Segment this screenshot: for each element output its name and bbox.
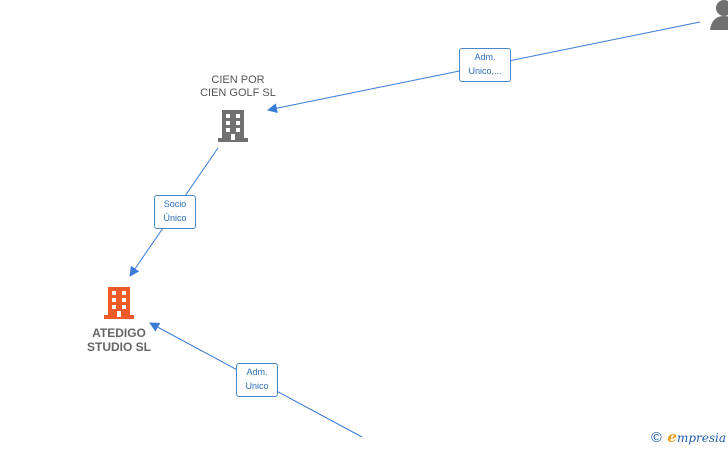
node-label-atedigo[interactable]: ATEDIGO STUDIO SL <box>64 326 174 354</box>
brand-name: mpresia <box>676 431 726 445</box>
edge-label-external-atedigo[interactable]: Adm. Unico <box>236 363 278 397</box>
edge-label-person-cien[interactable]: Adm. Unico,... <box>459 48 511 82</box>
edge-label-line: Unico <box>245 381 269 391</box>
node-label-line: CIEN GOLF SL <box>200 87 276 99</box>
edge-label-line: Socio <box>163 199 187 209</box>
building-icon[interactable] <box>218 110 248 142</box>
edge-label-line: Único <box>163 213 187 223</box>
copyright-symbol: © <box>649 430 664 446</box>
edge-label-cien-atedigo[interactable]: Socio Único <box>154 195 196 229</box>
empresia-watermark: ©empresia <box>649 428 726 446</box>
edge-label-line: Adm. <box>246 367 268 377</box>
node-label-line: ATEDIGO <box>92 326 146 340</box>
brand-initial: e <box>667 428 677 446</box>
node-label-line: CIEN POR <box>211 74 265 86</box>
edge-label-line: Adm. <box>474 52 496 62</box>
edge-label-line: Unico,... <box>468 66 502 76</box>
person-icon[interactable] <box>710 0 728 30</box>
node-label-cien-por[interactable]: CIEN POR CIEN GOLF SL <box>183 74 293 100</box>
node-label-line: STUDIO SL <box>86 340 151 354</box>
building-icon[interactable] <box>104 287 134 319</box>
